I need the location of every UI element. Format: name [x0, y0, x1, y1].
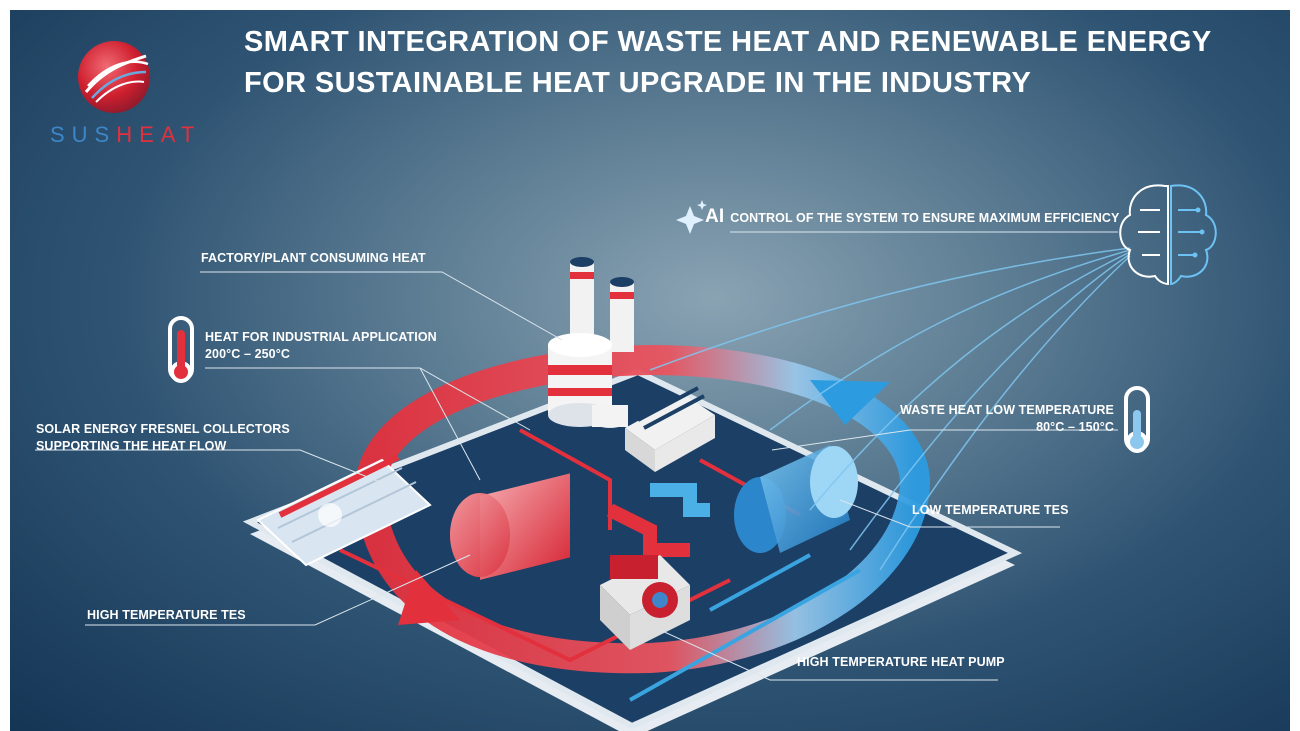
factory-plant — [548, 257, 715, 472]
page-title: SMART INTEGRATION OF WASTE HEAT AND RENE… — [244, 22, 1212, 104]
high-temperature-tes — [450, 473, 570, 580]
infographic-canvas: SMART INTEGRATION OF WASTE HEAT AND RENE… — [10, 10, 1290, 731]
solar-fresnel-collectors — [256, 454, 432, 567]
logo-wordmark: SUSHEAT — [50, 122, 201, 148]
factory-label: FACTORY/PLANT CONSUMING HEAT — [201, 251, 426, 265]
system-illustration — [35, 41, 1217, 731]
waste-heat-line-2: 80°C – 150°C — [1036, 420, 1114, 434]
susheat-logo-icon — [78, 41, 150, 113]
low-temperature-tes-label: LOW TEMPERATURE TES — [912, 503, 1069, 517]
waste-heat-line-1: WASTE HEAT LOW TEMPERATURE — [900, 403, 1114, 417]
high-temperature-tes-label: HIGH TEMPERATURE TES — [87, 608, 246, 622]
ai-prefix: AI — [705, 206, 725, 227]
heat-application-line-1: HEAT FOR INDUSTRIAL APPLICATION — [205, 330, 437, 344]
sparkle-icon — [676, 200, 707, 234]
hot-thermometer-icon — [168, 316, 194, 383]
ai-control-label: AI CONTROL OF THE SYSTEM TO ENSURE MAXIMU… — [705, 206, 1120, 227]
leader-lines — [35, 231, 1118, 681]
solar-line-1: SOLAR ENERGY FRESNEL COLLECTORS — [36, 422, 290, 436]
heat-application-label: HEAT FOR INDUSTRIAL APPLICATION 200°C – … — [205, 329, 437, 363]
flow-arrow-icon — [810, 380, 890, 425]
heat-application-line-2: 200°C – 250°C — [205, 347, 290, 361]
solar-line-2: SUPPORTING THE HEAT FLOW — [36, 439, 227, 453]
title-line-2: FOR SUSTAINABLE HEAT UPGRADE IN THE INDU… — [244, 67, 1032, 99]
solar-collectors-label: SOLAR ENERGY FRESNEL COLLECTORS SUPPORTI… — [36, 421, 290, 455]
title-line-1: SMART INTEGRATION OF WASTE HEAT AND RENE… — [244, 26, 1212, 58]
ai-control-lines — [649, 247, 1131, 571]
brain-icon — [1119, 184, 1217, 286]
ai-control-text: CONTROL OF THE SYSTEM TO ENSURE MAXIMUM … — [730, 211, 1120, 225]
heat-exchange-arrows — [606, 483, 710, 557]
cold-thermometer-icon — [1124, 386, 1150, 453]
logo-part-sus: SUS — [50, 122, 117, 147]
heat-pump-label: HIGH TEMPERATURE HEAT PUMP — [797, 655, 1005, 669]
logo-part-heat: HEAT — [116, 122, 202, 147]
waste-heat-label: WASTE HEAT LOW TEMPERATURE 80°C – 150°C — [890, 402, 1114, 436]
high-temperature-heat-pump — [600, 555, 690, 650]
